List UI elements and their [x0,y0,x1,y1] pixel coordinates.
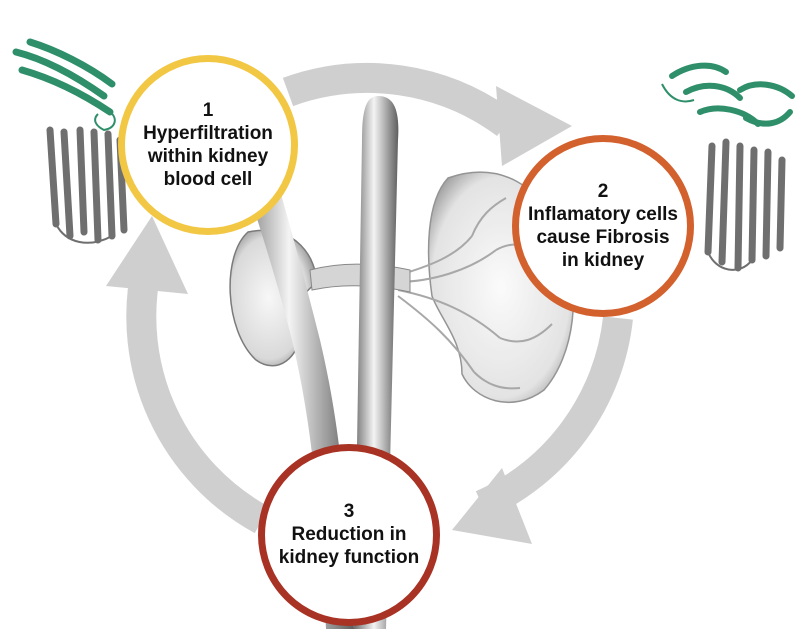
step-1-text-line-1: Hyperfiltration [143,122,273,144]
step-2-number: 2 [597,180,609,202]
step-1-text-line-3: blood cell [163,168,253,190]
kidney-illustration [229,96,575,629]
step-2-circle: 2 Inflamatory cells cause Fibrosis in ki… [512,135,694,317]
step-1-circle: 1 Hyperfiltration within kidney blood ce… [118,55,298,235]
arrowhead-to-1 [106,216,188,294]
step-3-circle: 3 Reduction in kidney function [258,444,440,626]
cycle-arrowheads [106,86,572,544]
step-3-text-line-1: Reduction in [291,524,407,545]
step-3-number: 3 [343,501,355,522]
step-3-text-line-2: kidney function [278,547,420,568]
arrowhead-to-2 [496,86,572,166]
protein-structure-right [661,62,795,272]
step-2-text-line-3: in kidney [561,249,645,271]
cycle-arrow-1-to-2 [282,63,515,137]
step-2-text-line-2: cause Fibrosis [536,226,670,248]
step-1-number: 1 [202,99,214,121]
step-1-text-line-2: within kidney [147,145,269,167]
cycle-arrow-3-to-1 [126,267,270,534]
step-2-text-line-1: Inflamatory cells [528,203,678,225]
arrowhead-to-3 [452,468,532,544]
protein-structure-left [12,38,128,244]
